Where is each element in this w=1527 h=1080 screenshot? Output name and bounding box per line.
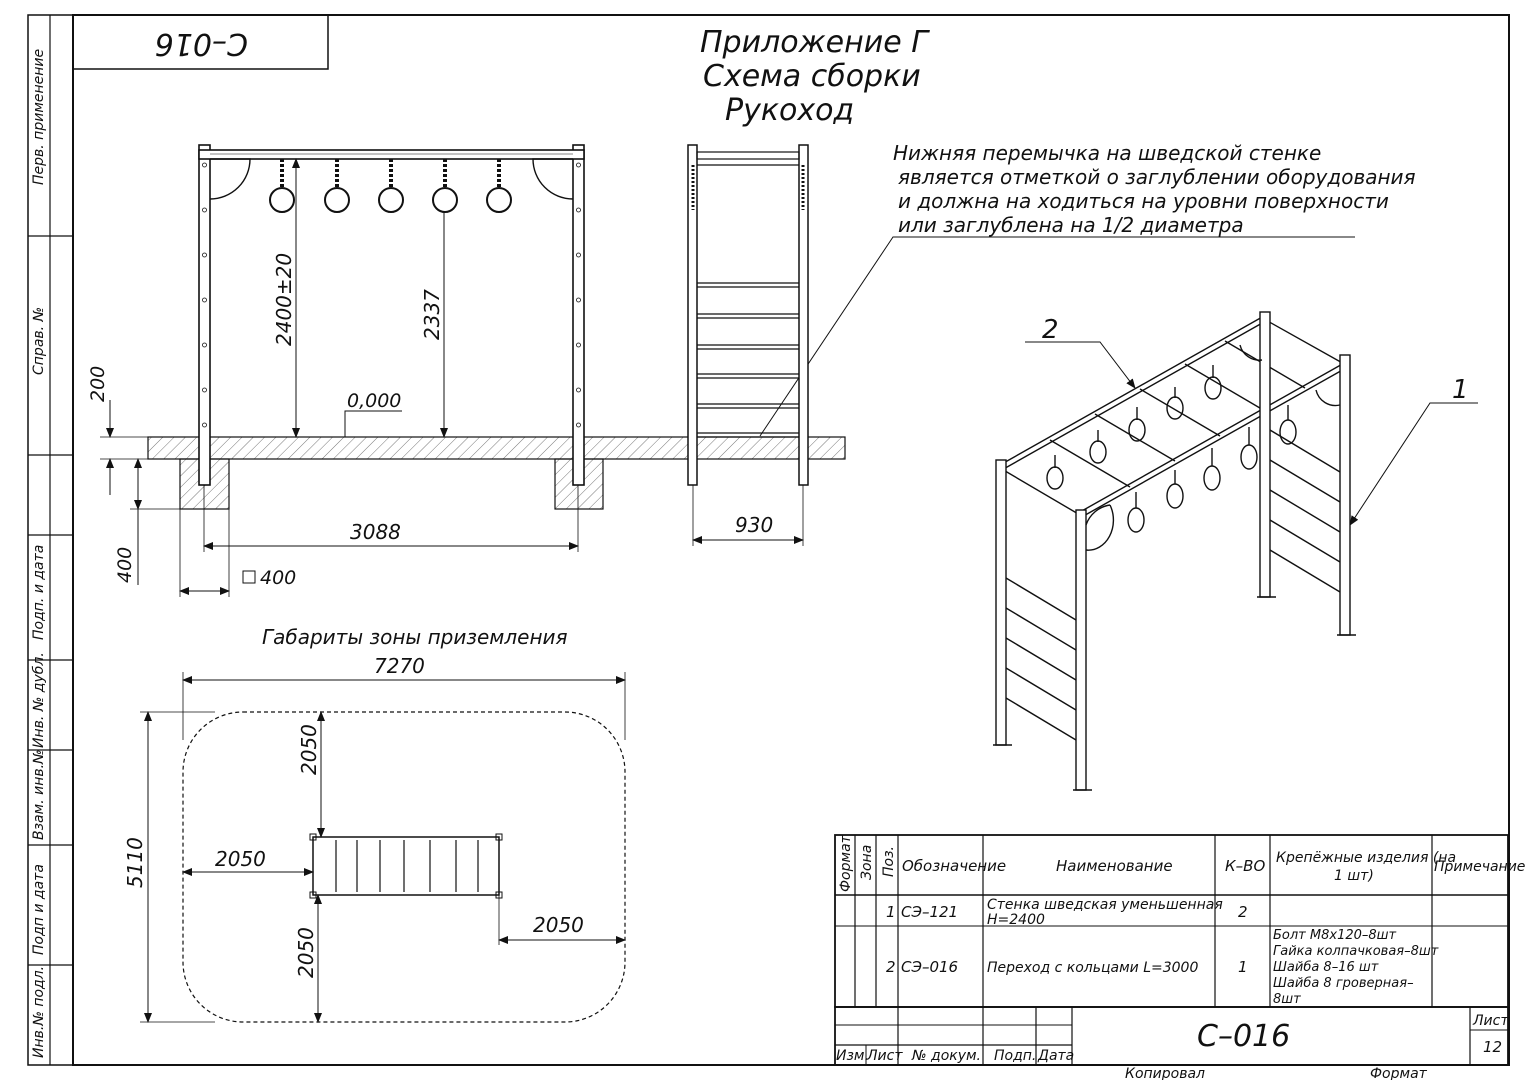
title-block: Изм. Лист № докум. Подп. Дата С–016 Лист… (834, 1006, 1509, 1080)
hdr-pos: Поз. (881, 846, 897, 877)
note-block: Нижняя перемычка на шведской стенке явля… (759, 141, 1416, 437)
spec-table: Формат Зона Поз. Обозначение Наименовани… (834, 834, 1525, 1008)
dim-930: 930 (735, 513, 773, 537)
ring-2 (324, 159, 350, 213)
side-stamp-vzam-inv: Взам. инв.№ (31, 749, 47, 840)
side-stamp-podp-data-1: Подп. и дата (31, 545, 47, 640)
hdr-zone: Зона (859, 845, 875, 880)
dim-ring: 2337 (420, 289, 444, 340)
row2-fastener-4: Шайба 8 гроверная– (1273, 976, 1414, 991)
dim-200: 200 (87, 366, 109, 402)
side-stamp-sprav: Справ. № (31, 307, 47, 375)
side-stamp-inv-podl: Инв.№ подл. (31, 966, 47, 1058)
title-line-1: Приложение Г (700, 25, 930, 60)
title-line-3: Рукоход (725, 93, 854, 128)
tb-code: С–016 (1197, 1019, 1290, 1054)
note-line-3: и должна на ходиться на уровни поверхнос… (898, 189, 1389, 213)
landing-bottom-gap: 2050 (294, 927, 318, 978)
note-line-1: Нижняя перемычка на шведской стенке (893, 141, 1321, 165)
ring-4 (432, 159, 458, 213)
hdr-designation: Обозначение (902, 857, 1006, 875)
ring-5 (486, 159, 512, 213)
side-stamp-perv: Перв. применение (31, 49, 47, 185)
post-left (198, 144, 211, 486)
tb-kopiroval: Копировал (1125, 1066, 1205, 1080)
callout-2-leader (1025, 341, 1136, 389)
tb-format: Формат (1370, 1066, 1428, 1080)
tb-n-dokum: № докум. (911, 1048, 981, 1064)
hdr-qty: К–ВО (1225, 857, 1265, 875)
tb-izm: Изм. (836, 1048, 869, 1064)
tb-data: Дата (1037, 1048, 1074, 1064)
hdr-format: Формат (838, 834, 854, 892)
stamp-code: С–016 (155, 26, 248, 61)
callout-1: 1 (1452, 375, 1469, 405)
dim-height: 2400±20 (272, 253, 296, 346)
ground-line (147, 436, 846, 460)
tb-list: Лист (866, 1048, 903, 1064)
landing-top-gap: 2050 (297, 724, 321, 775)
ring-1 (269, 159, 295, 213)
note-line-2: является отметкой о заглублении оборудов… (898, 165, 1416, 189)
sheet-frame (27, 14, 1510, 1066)
tb-list-label: Лист (1472, 1013, 1509, 1029)
landing-zone: Габариты зоны приземления 7270 5110 2050… (123, 625, 626, 1023)
hdr-fasteners-2: 1 шт) (1334, 868, 1374, 884)
callout-1-leader (1349, 402, 1478, 526)
equipment-plan (312, 836, 500, 896)
callout-2: 2 (1042, 315, 1059, 345)
row1-name-1: Стенка шведская уменьшенная (987, 897, 1223, 913)
top-bar (198, 149, 585, 160)
row1-pos: 1 (886, 903, 896, 921)
landing-height: 5110 (123, 837, 147, 888)
note-line-4: или заглублена на 1/2 диаметра (898, 213, 1244, 237)
hdr-fasteners-1: Крепёжные изделия (на (1276, 850, 1456, 866)
dim-400: 400 (114, 547, 136, 583)
row2-pos: 2 (886, 958, 896, 976)
dim-3088: 3088 (350, 520, 401, 544)
side-stamp-inv-dubl: Инв. № дубл. (31, 652, 47, 748)
hdr-note: Примечание (1434, 859, 1525, 875)
tb-sheet: 12 (1483, 1038, 1502, 1056)
iso-view (993, 311, 1356, 791)
landing-left-gap: 2050 (215, 847, 266, 871)
side-stamp-podp-data-2: Подп и дата (31, 864, 47, 955)
ring-3 (378, 159, 404, 213)
side-view: 930 (687, 144, 809, 546)
landing-zone-caption: Габариты зоны приземления (262, 625, 568, 649)
row2-qty: 1 (1238, 958, 1248, 976)
title-line-2: Схема сборки (703, 59, 921, 94)
row2-fastener-5: 8шт (1273, 992, 1301, 1007)
row2-fastener-3: Шайба 8–16 шт (1273, 960, 1379, 975)
stamp-code-box: С–016 (72, 14, 329, 70)
landing-zone-outline (182, 711, 626, 1023)
hdr-name: Наименование (1056, 857, 1173, 875)
square-400: 400 (260, 567, 296, 589)
row2-name-1: Переход с кольцами L=3000 (987, 960, 1198, 976)
post-right (572, 144, 585, 486)
row1-qty: 2 (1238, 903, 1248, 921)
landing-right-gap: 2050 (533, 913, 584, 937)
row1-designation: СЭ–121 (901, 903, 958, 921)
level-mark: 0,000 (347, 390, 401, 412)
landing-width: 7270 (374, 654, 425, 678)
front-view: 2400±20 2337 0,000 200 400 3088 400 (87, 144, 846, 597)
row1-name-2: Н=2400 (987, 912, 1045, 928)
row2-fastener-1: Болт М8х120–8шт (1273, 928, 1397, 943)
row2-fastener-2: Гайка колпачковая–8шт (1273, 944, 1439, 959)
row2-designation: СЭ–016 (901, 958, 958, 976)
tb-podp: Подп. (994, 1048, 1036, 1064)
